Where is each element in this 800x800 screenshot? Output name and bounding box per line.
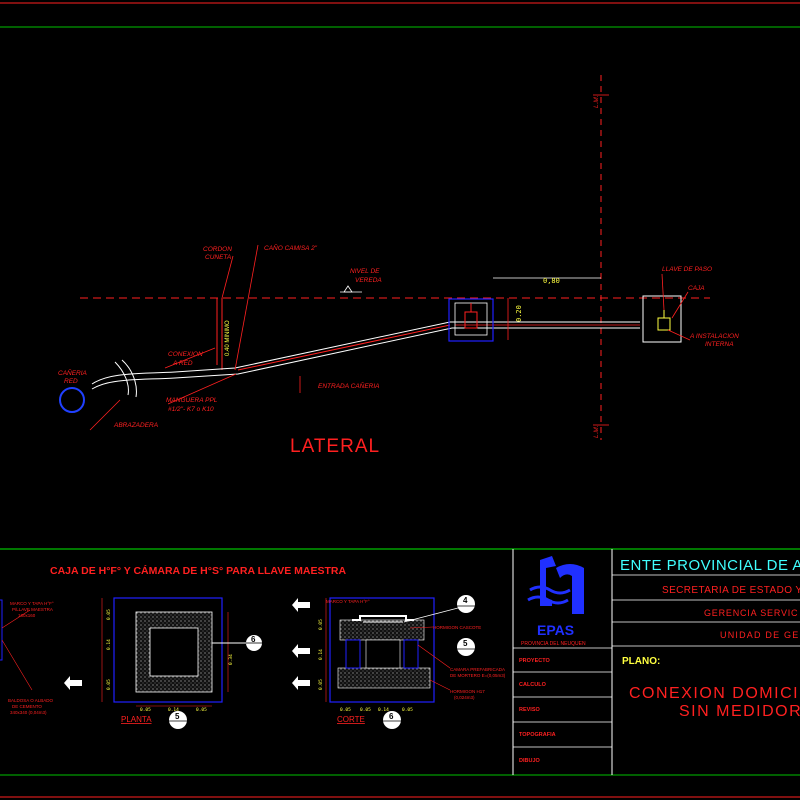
svg-text:0.14: 0.14 bbox=[378, 707, 389, 713]
label-conexion-2: A RED bbox=[172, 360, 193, 367]
camara-text-2: DE MORTERO E=(0,05m3) bbox=[450, 673, 506, 678]
svg-text:0.05: 0.05 bbox=[318, 679, 324, 690]
label-instalacion-1: A INSTALACION bbox=[689, 333, 739, 340]
svg-text:0.05: 0.05 bbox=[318, 619, 324, 630]
label-manguera-2: #1/2"- K7 o K10 bbox=[168, 406, 214, 413]
logo-sub: PROVINCIA DEL NEUQUEN bbox=[521, 641, 586, 647]
bubble-4: 4 bbox=[463, 596, 468, 605]
label-nivel-2: VEREDA bbox=[355, 277, 382, 284]
row-reviso: REVISO bbox=[519, 707, 541, 713]
label-cordon-2: CUNETA bbox=[205, 254, 231, 261]
gerencia-title: GERENCIA SERVIC bbox=[704, 608, 798, 618]
baldosa-text-3: 340x340 (0,04m3) bbox=[10, 710, 47, 715]
svg-text:0.14: 0.14 bbox=[318, 649, 324, 660]
corte-num: 6 bbox=[389, 712, 394, 721]
svg-text:0.05: 0.05 bbox=[196, 707, 207, 713]
row-calculo: CALCULO bbox=[519, 682, 547, 688]
marco-text-2: P/LLAVE MAESTRA bbox=[12, 607, 53, 612]
dim-020-text: 0.20 bbox=[515, 305, 523, 322]
label-caneria-2: RED bbox=[64, 378, 78, 385]
lateral-title: LATERAL bbox=[290, 436, 380, 457]
row-dibujo: DIBUJO bbox=[519, 758, 541, 764]
label-entrada: ENTRADA CAÑERIA bbox=[318, 381, 380, 390]
label-manguera-1: MANGUERA PPL bbox=[166, 397, 218, 404]
hormigon-cascote-text: HORMIGON CASCOTE bbox=[433, 625, 481, 630]
label-nivel-1: NIVEL DE bbox=[350, 268, 380, 275]
planta-label: PLANTA bbox=[121, 715, 152, 724]
row-proyecto: PROYECTO bbox=[519, 658, 550, 664]
baldosa-text-1: BALDOSA O ALBADO bbox=[8, 698, 54, 703]
row-topografia: TOPOGRAFIA bbox=[519, 732, 556, 738]
unidad-title: UNIDAD DE GE bbox=[720, 630, 799, 640]
plano-title-2: SIN MEDIDOR bbox=[679, 703, 800, 720]
svg-text:0.05: 0.05 bbox=[360, 707, 371, 713]
svg-text:0.05: 0.05 bbox=[106, 609, 112, 620]
label-caneria-1: CAÑERIA bbox=[58, 368, 87, 377]
label-caja: CAJA bbox=[688, 285, 705, 292]
title-block: EPAS PROVINCIA DEL NEUQUEN PROYECTO CALC… bbox=[512, 549, 800, 775]
bubble-6-planta: 6 bbox=[251, 635, 256, 644]
svg-text:0.05: 0.05 bbox=[402, 707, 413, 713]
epas-logo: EPAS PROVINCIA DEL NEUQUEN bbox=[521, 556, 586, 647]
label-instalacion-2: INTERNA bbox=[705, 341, 734, 348]
plano-title-1: CONEXION DOMICI bbox=[629, 685, 799, 702]
camara-text-1: CAMARA PREFABRICADA bbox=[450, 667, 505, 672]
svg-text:0.05: 0.05 bbox=[106, 679, 112, 690]
label-llave-paso: LLAVE DE PASO bbox=[662, 266, 712, 273]
logo-text: EPAS bbox=[537, 622, 574, 638]
label-lm-top: L.M. bbox=[593, 95, 600, 108]
corte-label: CORTE bbox=[337, 715, 365, 724]
detail-panel: CAJA DE H°F° Y CÁMARA DE H°S° PARA LLAVE… bbox=[0, 564, 506, 729]
detail-title: CAJA DE H°F° Y CÁMARA DE H°S° PARA LLAVE… bbox=[50, 564, 346, 577]
label-cano-camisa: CAÑO CAMISA 2" bbox=[264, 243, 318, 252]
hormigon-h17-text-2: (0,024m3) bbox=[454, 695, 475, 700]
label-dim-040: 0.40 MINIMO bbox=[225, 320, 231, 356]
marco-tapa-text: MARCO Y TAPA H°F° bbox=[326, 599, 370, 604]
dim-080-text: 0,80 bbox=[543, 277, 560, 285]
plano-label: PLANO: bbox=[622, 656, 660, 667]
marco-text-3: 160x160 bbox=[18, 613, 36, 618]
label-cordon-1: CORDON bbox=[203, 246, 232, 253]
hormigon-h17-text-1: HORMIGON H17 bbox=[450, 689, 485, 694]
bubble-5: 5 bbox=[463, 639, 468, 648]
ente-title: ENTE PROVINCIAL DE A bbox=[620, 557, 800, 574]
svg-text:0.34: 0.34 bbox=[228, 654, 234, 665]
svg-text:0.14: 0.14 bbox=[106, 639, 112, 650]
svg-text:0.05: 0.05 bbox=[340, 707, 351, 713]
planta-num: 5 bbox=[175, 712, 180, 721]
svg-text:0.05: 0.05 bbox=[140, 707, 151, 713]
secretaria-title: SECRETARIA DE ESTADO Y bbox=[662, 585, 800, 596]
baldosa-text-2: DE CEMENTO bbox=[12, 704, 42, 709]
lateral-labels: CORDON CUNETA CAÑO CAMISA 2" NIVEL DE VE… bbox=[58, 95, 739, 438]
lateral-drawing: 0.20 0,80 bbox=[59, 75, 710, 440]
label-abrazadera: ABRAZADERA bbox=[113, 422, 158, 429]
svg-text:0.14: 0.14 bbox=[168, 707, 179, 713]
label-conexion-1: CONEXION bbox=[168, 351, 203, 358]
label-lm-bottom: L.M. bbox=[593, 425, 600, 438]
marco-text-1: MARCO Y TAPA H°F° bbox=[10, 601, 54, 606]
